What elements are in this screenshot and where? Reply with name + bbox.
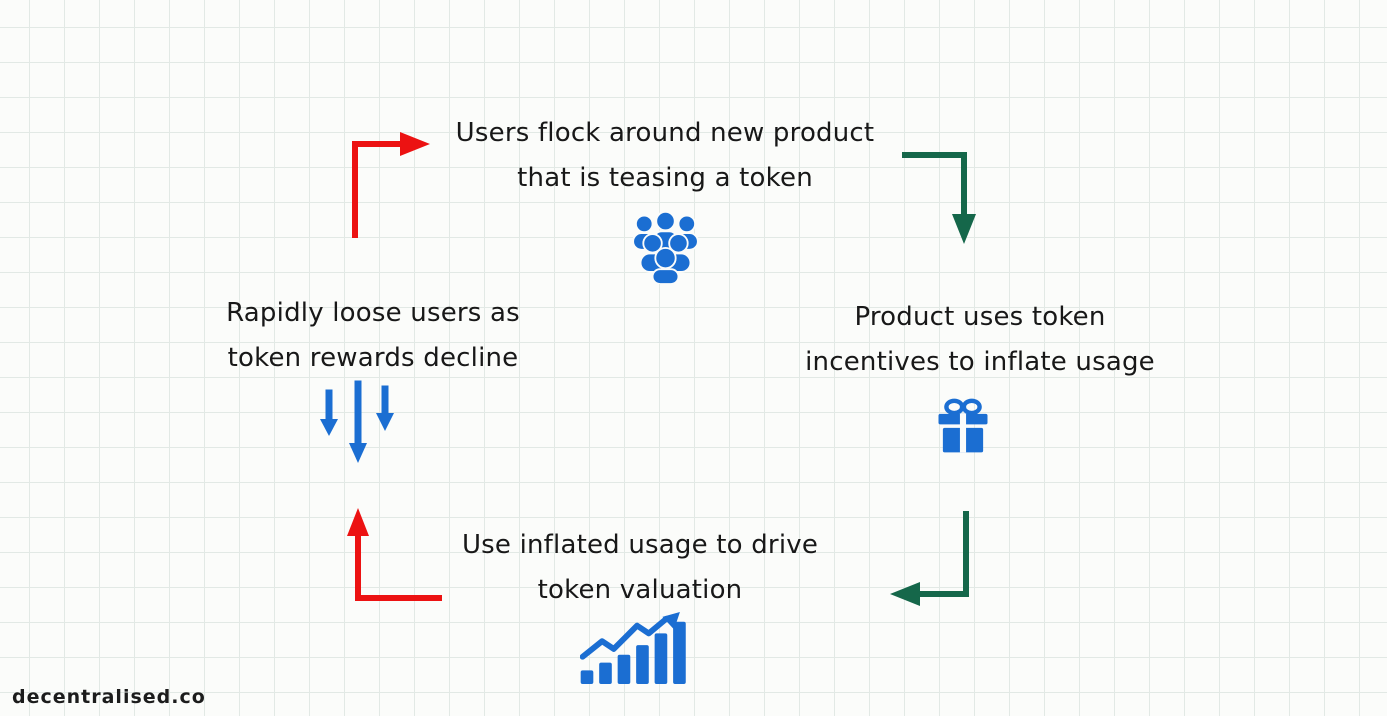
node-top-label: Users flock around new product that is t… xyxy=(405,111,925,201)
arrow-bottom-left-icon xyxy=(347,508,442,601)
node-bottom-label: Use inflated usage to drive token valuat… xyxy=(430,523,850,613)
arrow-bottom-right-icon xyxy=(890,511,969,606)
label-line: that is teasing a token xyxy=(517,163,813,193)
label-line: token rewards decline xyxy=(227,343,519,373)
label-line: Users flock around new product xyxy=(455,118,875,148)
label-line: Rapidly loose users as xyxy=(226,298,520,328)
watermark-decentralised: decentralised.co xyxy=(12,686,206,708)
label-line: token valuation xyxy=(537,575,743,605)
gift-icon xyxy=(938,398,988,453)
arrow-top-right-icon xyxy=(902,152,976,244)
node-right-label: Product uses token incentives to inflate… xyxy=(770,295,1190,385)
users-icon xyxy=(632,210,699,284)
label-line: Product uses token xyxy=(854,302,1106,332)
declining-arrows-icon xyxy=(320,380,394,463)
label-line: incentives to inflate usage xyxy=(805,347,1155,377)
arrow-top-left-icon xyxy=(352,132,430,238)
node-left-label: Rapidly loose users as token rewards dec… xyxy=(163,291,583,381)
label-line: Use inflated usage to drive xyxy=(461,530,819,560)
growth-chart-icon xyxy=(580,612,686,684)
